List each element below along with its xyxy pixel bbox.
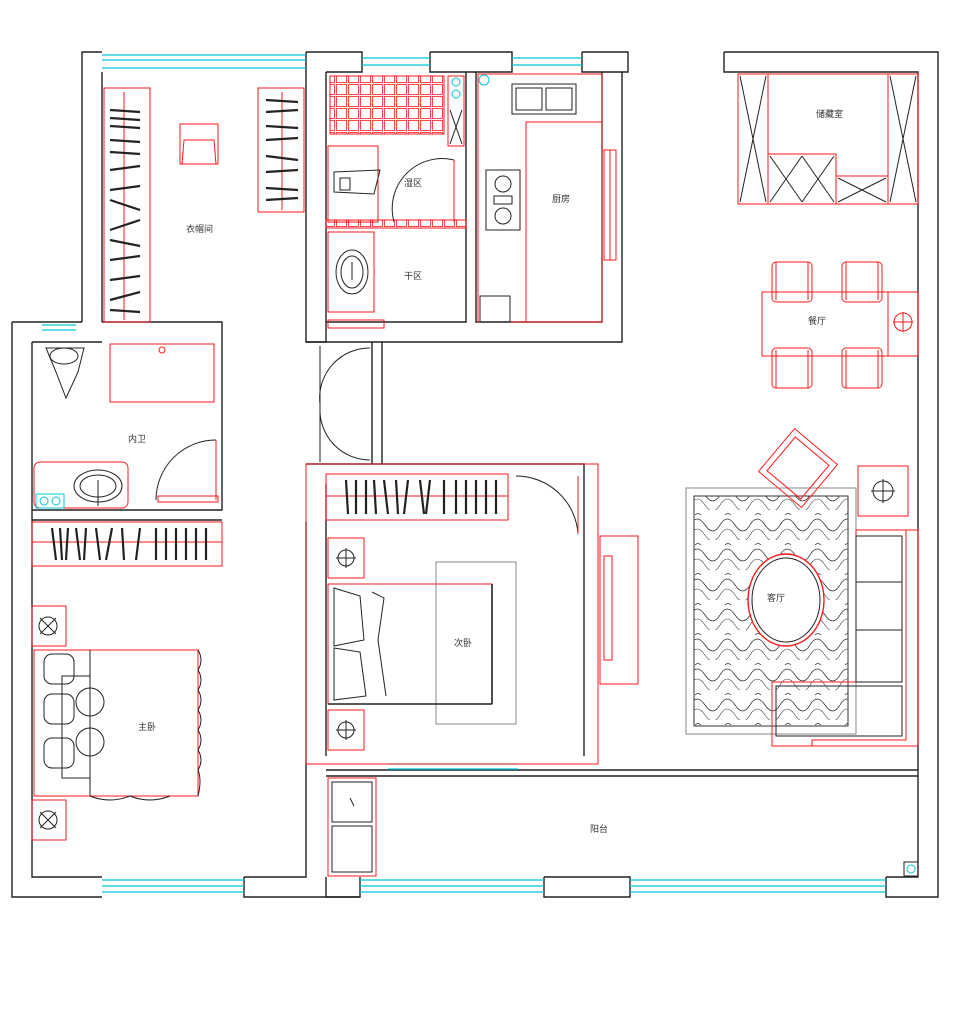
walkin-closet-furniture (103, 87, 305, 323)
storage-furniture (737, 73, 919, 205)
label-walkin-closet: 衣帽间 (186, 223, 213, 235)
label-master-bedroom: 主卧 (138, 721, 156, 733)
label-second-bedroom: 次卧 (454, 637, 472, 649)
balcony-fixtures (327, 777, 919, 877)
label-dry-area: 干区 (404, 271, 422, 282)
windows (42, 54, 886, 893)
dining-furniture (761, 261, 919, 389)
ensuite-fixtures (33, 343, 219, 509)
kitchen-fixtures (477, 73, 617, 323)
room-labels: 衣帽间 湿区 干区 厨房 储藏室 餐厅 内卫 次卧 客厅 主卧 阳台 (128, 108, 843, 835)
label-balcony: 阳台 (590, 823, 608, 835)
label-wet-area: 湿区 (404, 178, 422, 189)
label-living-room: 客厅 (767, 592, 785, 604)
bathroom-fixtures (325, 75, 467, 329)
corridor-doors (319, 346, 371, 462)
master-bedroom-furniture (31, 521, 223, 841)
label-ensuite-bath: 内卫 (128, 433, 146, 445)
label-dining: 餐厅 (808, 315, 826, 327)
second-bedroom-furniture (305, 463, 599, 765)
living-room-furniture (599, 427, 919, 747)
label-kitchen: 厨房 (552, 193, 570, 205)
label-storage: 储藏室 (816, 108, 843, 120)
